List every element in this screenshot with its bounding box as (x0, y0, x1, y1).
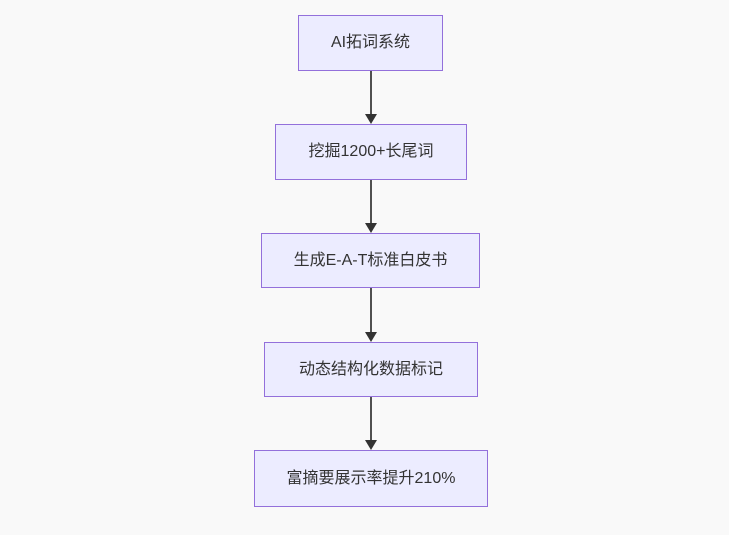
flow-edge-2 (365, 180, 377, 233)
node-label: 富摘要展示率提升210% (286, 469, 456, 487)
arrow-down-icon (365, 440, 377, 450)
flow-node-rich-snippet-uplift: 富摘要展示率提升210% (254, 450, 488, 507)
flow-node-longtail-mining: 挖掘1200+长尾词 (275, 124, 467, 180)
arrow-down-icon (365, 332, 377, 342)
flow-node-structured-data-markup: 动态结构化数据标记 (264, 342, 478, 397)
flow-node-ai-keyword-system: AI拓词系统 (298, 15, 443, 71)
flow-node-eat-whitepaper: 生成E-A-T标准白皮书 (261, 233, 480, 288)
node-label: 动态结构化数据标记 (298, 360, 443, 378)
arrow-down-icon (365, 223, 377, 233)
flow-edge-1 (365, 71, 377, 124)
edge-line (370, 288, 372, 332)
flow-edge-4 (365, 397, 377, 450)
arrow-down-icon (365, 114, 377, 124)
flow-edge-3 (365, 288, 377, 342)
edge-line (370, 180, 372, 223)
node-label: 生成E-A-T标准白皮书 (293, 251, 448, 269)
edge-line (370, 397, 372, 440)
edge-line (370, 71, 372, 114)
node-label: AI拓词系统 (330, 34, 411, 51)
node-label: 挖掘1200+长尾词 (308, 143, 434, 160)
